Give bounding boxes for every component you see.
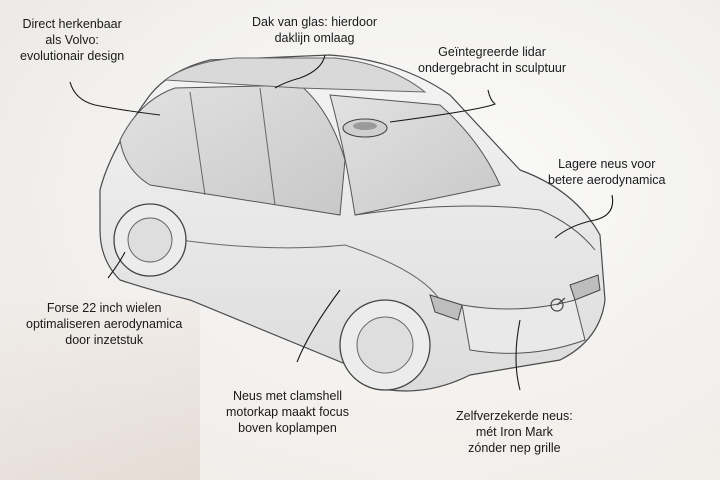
callout-line-clamshell (296, 289, 341, 363)
window-pillar (259, 87, 276, 206)
annotation-lidar: Geïntegreerde lidar ondergebracht in scu… (418, 45, 567, 75)
floor-shadow (0, 300, 200, 480)
iron-mark-icon (550, 298, 564, 312)
callout-line-ironmark (515, 319, 521, 391)
annotation-design: Direct herkenbaar als Volvo: evolutionai… (20, 17, 125, 63)
front-fascia (461, 299, 586, 354)
annotation-nose: Lagere neus voor betere aerodynamica (548, 157, 666, 187)
side-windows (119, 84, 346, 216)
hood-line (354, 205, 596, 251)
annotation-wheels: Forse 22 inch wielen optimaliseren aerod… (26, 301, 183, 347)
lidar-lens (353, 122, 377, 130)
callout-line-nose (554, 194, 614, 239)
callout-line-wheels (107, 251, 126, 279)
window-pillar (189, 91, 206, 196)
callout-line-roof (274, 54, 326, 89)
glass-roof (163, 57, 427, 93)
callout-lines (69, 54, 614, 391)
annotation-clamshell: Neus met clamshell motorkap maakt focus … (226, 389, 349, 435)
left-headlight (429, 294, 463, 321)
callout-line-design (69, 81, 161, 116)
annotation-ironmark: Zelfverzekerde neus: mét Iron Mark zónde… (456, 409, 573, 455)
right-headlight (569, 274, 601, 301)
annotation-roof: Dak van glas: hierdoor daklijn omlaag (252, 15, 378, 45)
clamshell-line (344, 244, 441, 301)
callout-line-lidar (389, 89, 497, 123)
